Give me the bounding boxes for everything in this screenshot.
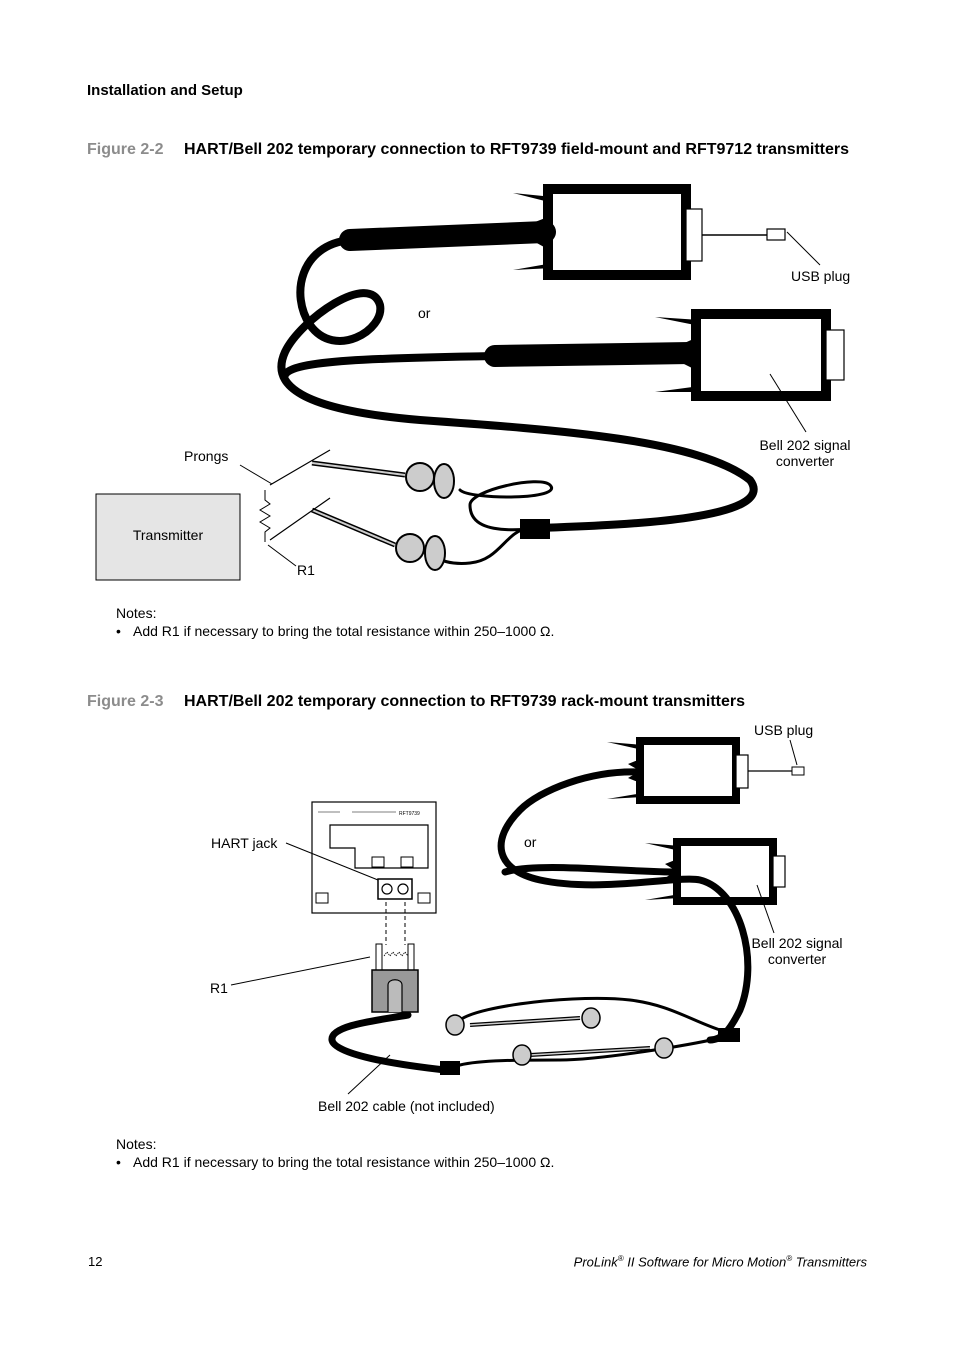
footer-middle: II Software for Micro Motion — [623, 1254, 787, 1270]
figure-number: Figure 2-2 — [87, 141, 164, 158]
usb-plug-label: USB plug — [791, 268, 850, 284]
bell-202-converter-lower — [655, 309, 845, 433]
plug-connection — [230, 902, 419, 1013]
bell-202-label-line2: converter — [776, 453, 835, 469]
section-heading: Installation and Setup — [87, 82, 243, 99]
figure-2-2-notes: Notes: Add R1 if necessary to bring the … — [116, 604, 554, 640]
panel-label: RFT9739 — [399, 811, 420, 817]
figure-2-2-title: Figure 2-2 HART/Bell 202 temporary connec… — [87, 141, 849, 159]
prongs-label: Prongs — [184, 448, 228, 464]
cable — [277, 221, 758, 565]
r1-label: R1 — [210, 980, 228, 996]
figure-2-3-diagram: RFT9739 USB plug or HART jack Bell 202 s… — [210, 722, 843, 1114]
bell-202-label-line1: Bell 202 signal — [751, 935, 842, 951]
footer-reg-mark: ® — [617, 1254, 624, 1263]
or-label: or — [418, 305, 431, 321]
note-item: Add R1 if necessary to bring the total r… — [116, 1153, 554, 1171]
figure-caption: HART/Bell 202 temporary connection to RF… — [184, 141, 850, 158]
figure-number: Figure 2-3 — [87, 693, 164, 710]
footer-end: Transmitters — [792, 1254, 867, 1270]
bell-202-converter-upper — [607, 737, 805, 804]
footer-title: ProLink® II Software for Micro Motion® T… — [574, 1254, 867, 1269]
transmitter-label: Transmitter — [133, 527, 204, 543]
bell-202-label-line2: converter — [768, 951, 827, 967]
figure-2-3-title: Figure 2-3 HART/Bell 202 temporary connec… — [87, 693, 745, 711]
cable — [328, 768, 752, 1075]
figure-2-3-notes: Notes: Add R1 if necessary to bring the … — [116, 1135, 554, 1171]
prong-clips — [239, 449, 455, 571]
transmitter-box — [95, 493, 241, 581]
clip-leads — [445, 1007, 674, 1066]
r1-label: R1 — [297, 562, 315, 578]
note-item: Add R1 if necessary to bring the total r… — [116, 622, 554, 640]
footer-product: ProLink — [573, 1254, 618, 1270]
bell-202-label-line1: Bell 202 signal — [759, 437, 850, 453]
or-label: or — [524, 834, 537, 850]
rft9739-rack-panel: RFT9739 — [285, 801, 437, 914]
page-number: 12 — [88, 1254, 103, 1269]
hart-jack-label: HART jack — [211, 835, 278, 851]
notes-heading: Notes: — [116, 605, 157, 621]
footer-reg-mark-2: ® — [786, 1254, 793, 1263]
cable-label: Bell 202 cable (not included) — [318, 1098, 495, 1114]
usb-plug-label: USB plug — [754, 722, 813, 738]
notes-heading: Notes: — [116, 1136, 157, 1152]
figure-2-2-diagram: USB plug or Bell 202 signal converter Pr… — [95, 184, 851, 581]
bell-202-converter-upper — [513, 184, 821, 280]
figure-caption: HART/Bell 202 temporary connection to RF… — [184, 693, 746, 710]
